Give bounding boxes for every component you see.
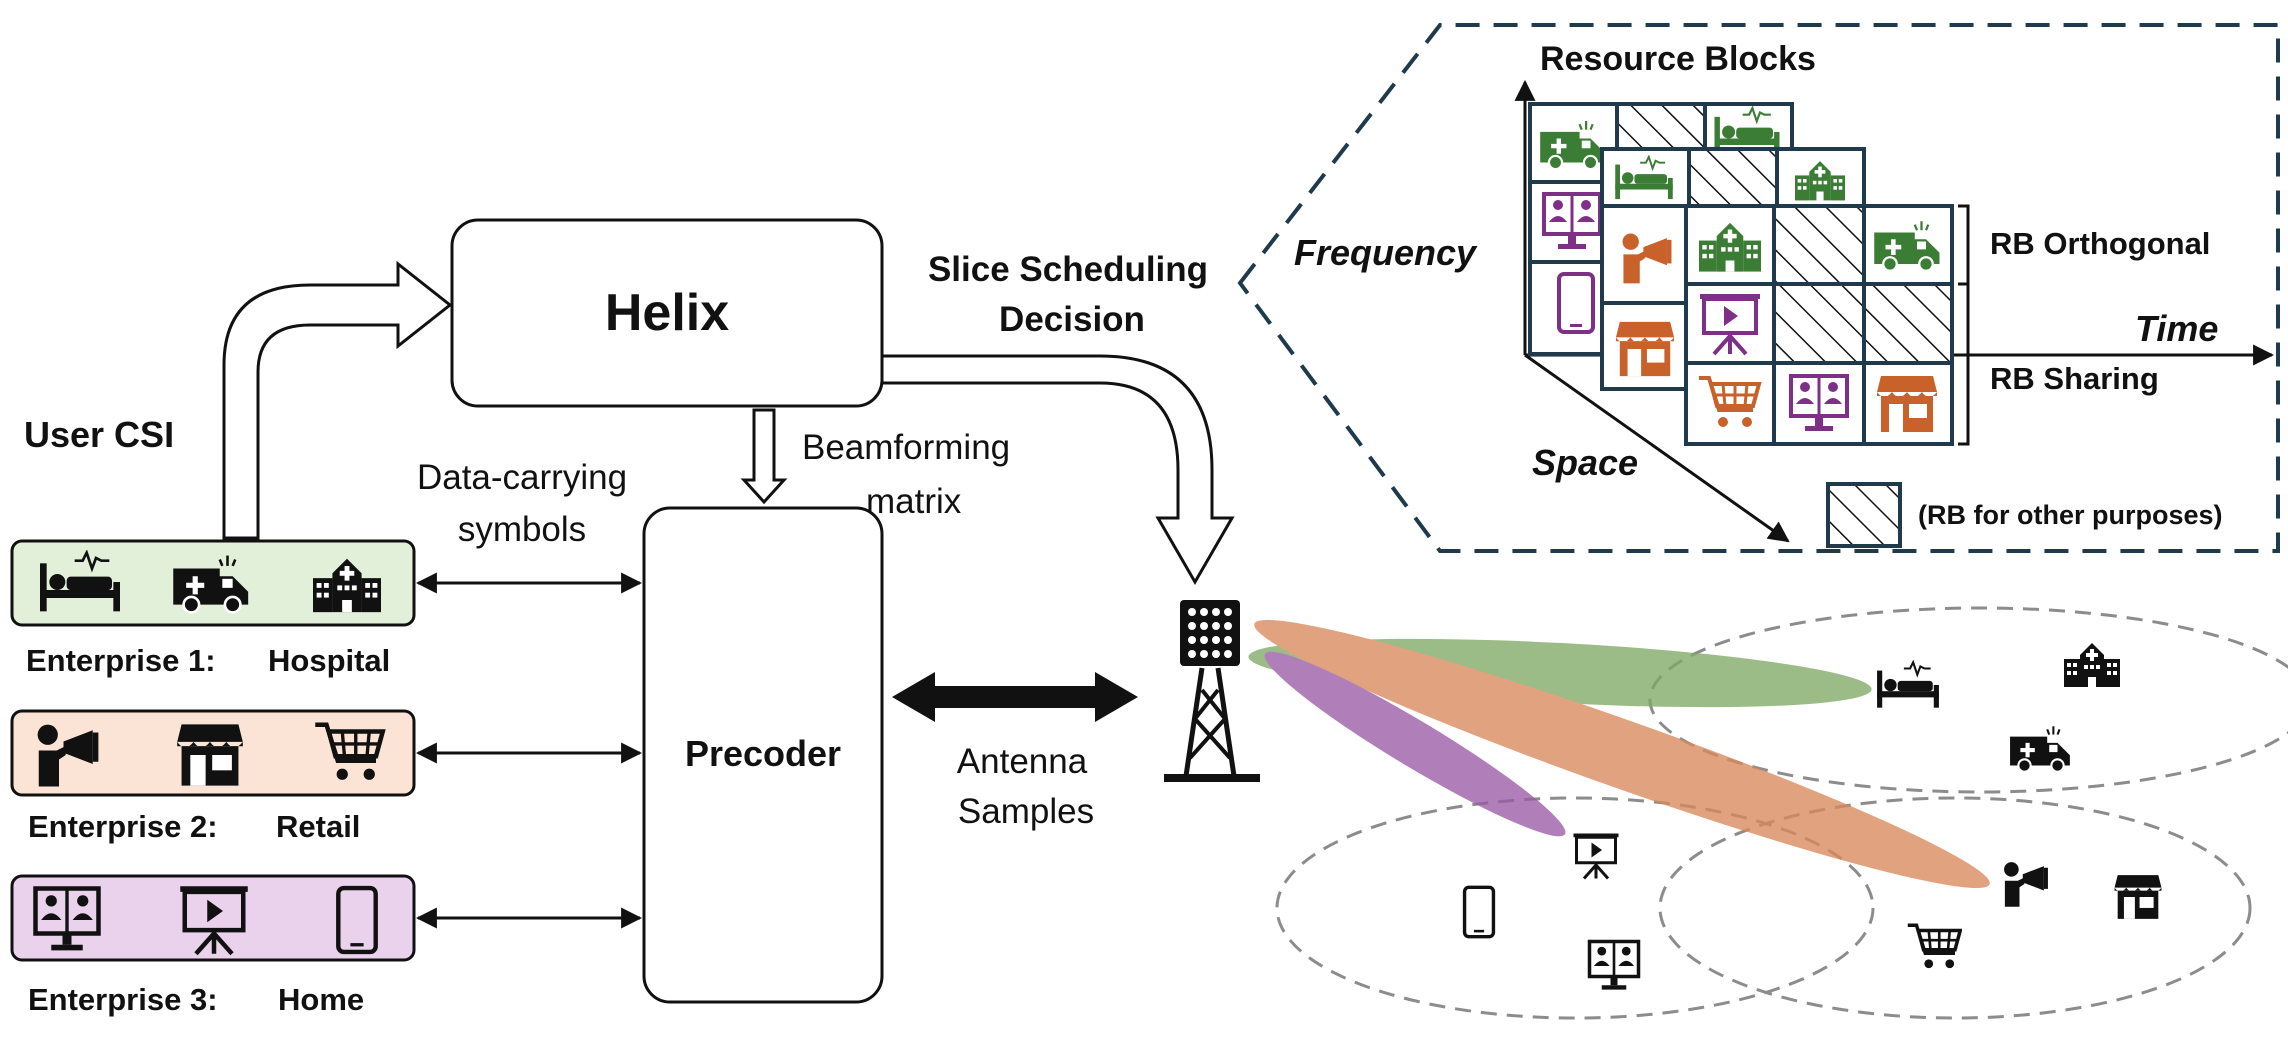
- rb-orthogonal-label: RB Orthogonal: [1990, 226, 2211, 261]
- antenna-samples-arrow: [892, 672, 1138, 722]
- enterprise-1-name: Hospital: [268, 643, 391, 678]
- antenna-samples-label-line1: Antenna: [956, 742, 1088, 781]
- precoder-block: [642, 506, 884, 1004]
- helix-label: Helix: [604, 284, 730, 342]
- rb-grid-front-layer: [1684, 204, 1954, 446]
- user-csi-label: User CSI: [24, 414, 175, 455]
- retail-beam: [1254, 619, 1990, 889]
- hospital-bed-user-icon: [1876, 661, 1940, 709]
- beamforming-label-line2: matrix: [866, 482, 962, 521]
- enterprise-1-label: Enterprise 1:: [26, 643, 216, 678]
- antenna-tower-icon: [1164, 600, 1260, 782]
- presentation-user-icon: [1572, 831, 1620, 881]
- rb-sharing-label: RB Sharing: [1990, 361, 2159, 396]
- enterprise-2-name: Retail: [276, 809, 361, 844]
- hospital-building-user-icon: [2064, 643, 2120, 687]
- storefront-icon: [177, 724, 243, 786]
- user-csi-arrow: [222, 260, 453, 540]
- megaphone-user-icon: [2004, 862, 2048, 907]
- retail-coverage-area: [1658, 796, 2252, 1020]
- home-coverage-area: [1275, 796, 1875, 1020]
- time-axis-label: Time: [2135, 308, 2219, 349]
- enterprise-3-name: Home: [278, 982, 365, 1017]
- slice-decision-label-line1: Slice Scheduling: [927, 250, 1209, 289]
- beamforming-label-line1: Beamforming: [802, 428, 1011, 467]
- storefront-user-icon: [2114, 875, 2162, 919]
- beams: [1248, 619, 1990, 889]
- rb-other-purposes-label: (RB for other purposes): [1918, 500, 2223, 530]
- space-axis-label: Space: [1532, 442, 1639, 483]
- rb-sharing-brace: [1958, 282, 1970, 446]
- enterprise-2-label: Enterprise 2:: [28, 809, 218, 844]
- helix-block: [450, 218, 884, 408]
- ambulance-user-icon: [2009, 725, 2071, 773]
- slice-decision-arrow: [880, 354, 1235, 585]
- frequency-axis-label: Frequency: [1294, 232, 1477, 273]
- beamforming-matrix-arrow: [740, 408, 788, 505]
- smartphone-user-icon: [1462, 885, 1496, 939]
- rb-orthogonal-brace: [1958, 204, 1970, 284]
- slice-decision-label-line2: Decision: [999, 300, 1145, 339]
- home-beam: [1264, 651, 1566, 837]
- data-symbols-label-line1: Data-carrying: [416, 458, 628, 497]
- zoom-dashed-outline: [1237, 23, 2280, 553]
- space-axis: [1524, 353, 1790, 543]
- precoder-label: Precoder: [684, 733, 842, 774]
- video-conference-user-icon: [1587, 939, 1641, 992]
- shopping-cart-user-icon: [1906, 923, 1962, 970]
- resource-blocks-title: Resource Blocks: [1540, 40, 1816, 78]
- enterprise-3-label: Enterprise 3:: [28, 982, 218, 1017]
- data-symbols-label-line2: symbols: [457, 510, 587, 549]
- antenna-samples-label-line2: Samples: [957, 792, 1095, 831]
